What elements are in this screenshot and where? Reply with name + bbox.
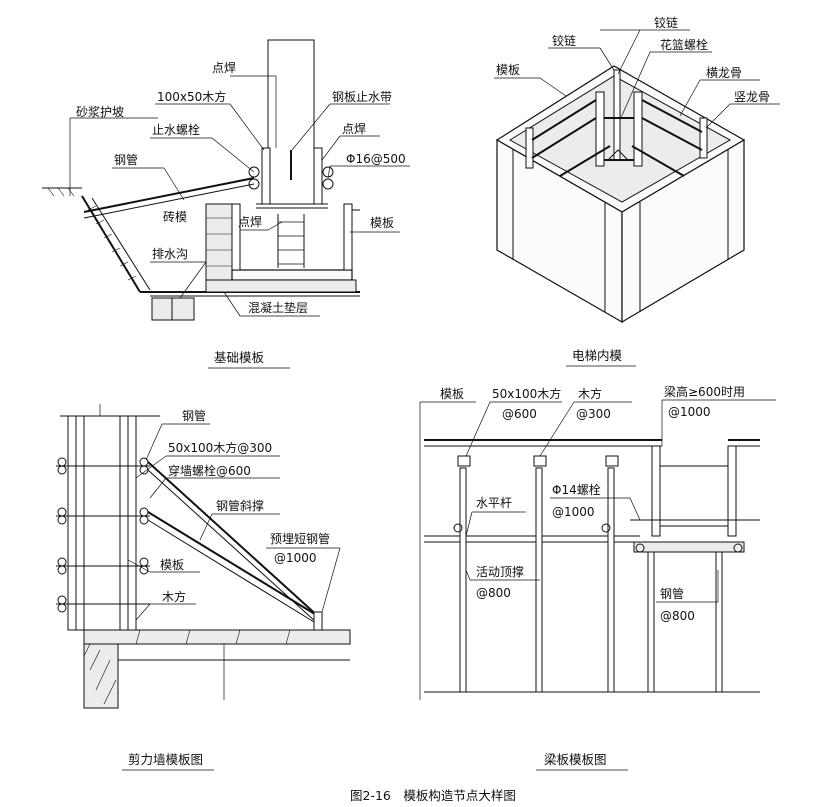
label-formwork-foundation: 模板 <box>370 216 394 230</box>
label-embedded-spacing: @1000 <box>274 551 317 565</box>
label-prop-spacing: @800 <box>476 586 511 600</box>
label-through-bolt: 穿墙螺栓@600 <box>168 463 251 478</box>
label-rebar-spacing: Φ16@500 <box>346 152 406 166</box>
label-brick-form: 砖模 <box>163 209 187 224</box>
label-timber-50x100: 50x100木方 <box>492 386 561 401</box>
label-formwork-wall: 模板 <box>160 558 184 572</box>
label-vertical-joist: 竖龙骨 <box>734 90 770 104</box>
caption-foundation: 基础模板 <box>214 350 265 365</box>
label-embedded-pipe: 预埋短钢管 <box>270 531 330 546</box>
label-formwork-beam: 模板 <box>440 387 464 401</box>
caption-shear-wall: 剪力墙模板图 <box>128 752 203 767</box>
label-waterstop-bolt: 止水螺栓 <box>152 122 200 137</box>
label-timber-spacing-wall: 50x100木方@300 <box>168 440 272 455</box>
label-mortar-slope: 砂浆护坡 <box>76 104 124 119</box>
label-adjustable-prop: 活动顶撑 <box>476 564 524 579</box>
figure-caption: 图2-16 模板构造节点大样图 <box>350 788 516 803</box>
label-spot-weld-right: 点焊 <box>342 121 366 136</box>
label-turnbuckle: 花篮螺栓 <box>660 37 708 52</box>
beam-slab-formwork-drawing <box>419 399 776 771</box>
label-timber-wall: 木方 <box>162 589 186 604</box>
label-diagonal-brace: 钢管斜撑 <box>216 498 264 513</box>
label-horizontal-bar: 水平杆 <box>476 496 512 510</box>
label-timber-spacing-beam: @300 <box>576 407 611 421</box>
elevator-inner-form-drawing <box>494 29 780 367</box>
label-steel-pipe-beam: 钢管 <box>660 586 684 601</box>
label-concrete-cushion: 混凝土垫层 <box>248 300 308 315</box>
label-steel-pipe-wall: 钢管 <box>182 408 206 423</box>
caption-elevator: 电梯内模 <box>572 348 623 363</box>
label-steel-water-stop: 钢板止水带 <box>332 90 392 104</box>
label-hinge-left: 铰链 <box>552 33 576 48</box>
label-timber-100x50: 100x50木方 <box>157 89 226 104</box>
label-pipe-spacing: @800 <box>660 609 695 623</box>
label-drain-ditch: 排水沟 <box>152 247 188 261</box>
label-bolt-spacing: @1000 <box>552 505 595 519</box>
label-beam-height-note: 梁高≥600时用 <box>664 384 745 399</box>
label-spot-weld-inner: 点焊 <box>238 214 262 229</box>
foundation-formwork-drawing <box>42 39 410 369</box>
shear-wall-formwork-drawing <box>56 404 351 771</box>
label-timber-50x100-spacing: @600 <box>502 407 537 421</box>
label-horizontal-joist: 横龙骨 <box>706 66 742 80</box>
label-spot-weld-top: 点焊 <box>212 60 236 75</box>
label-timber-beam: 木方 <box>578 386 602 401</box>
label-beam-height-spacing: @1000 <box>668 405 711 419</box>
label-hinge-top: 铰链 <box>654 15 678 30</box>
caption-beam-slab: 梁板模板图 <box>544 752 607 767</box>
label-bolt-14: Φ14螺栓 <box>552 482 601 497</box>
label-steel-pipe-foundation: 钢管 <box>114 152 138 167</box>
label-formwork-elevator: 模板 <box>496 63 520 77</box>
